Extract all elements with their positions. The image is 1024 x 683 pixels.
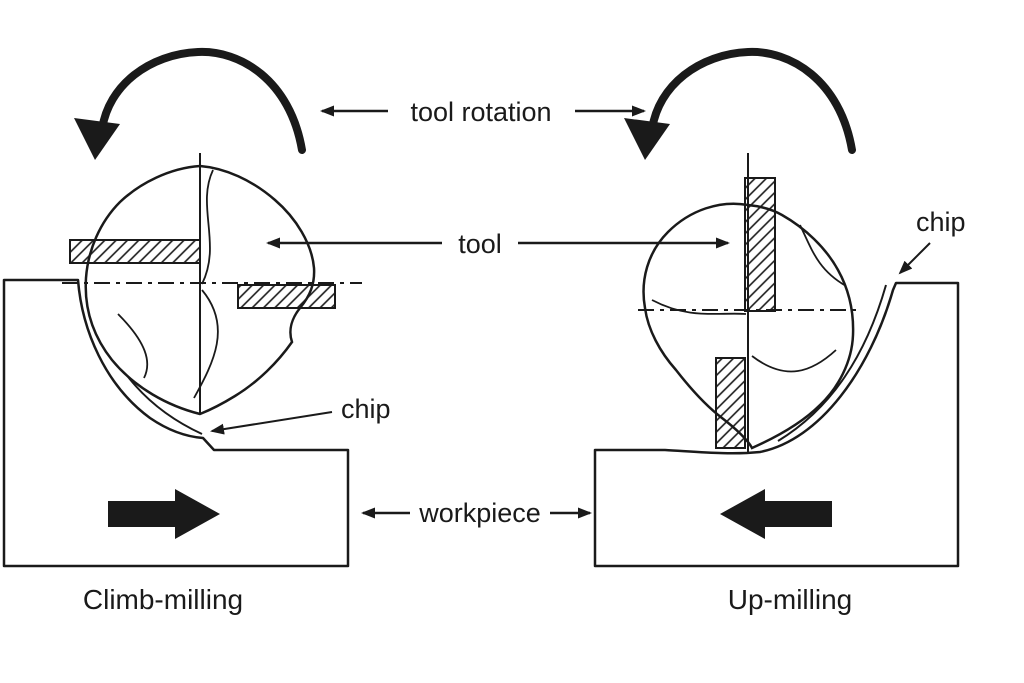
workpiece-label: workpiece [418, 498, 541, 528]
chip-left-pointer [210, 411, 333, 435]
left-feed-arrow [108, 489, 220, 539]
right-chip-curve [777, 284, 887, 442]
left-cutter-flute-line-lower-left [117, 313, 149, 379]
chip-left-label: chip [341, 394, 391, 424]
left-rotation-arrowhead [74, 118, 120, 160]
right-cutter-insert-top [744, 177, 776, 312]
chip-right-label: chip [916, 207, 966, 237]
right-workpiece-outline [593, 281, 960, 568]
chip-right-pointer [898, 242, 931, 275]
up-milling-caption: Up-milling [728, 584, 852, 615]
right-feed-arrow [720, 489, 832, 539]
right-cutter-flute-line-upper [799, 224, 847, 287]
tool-label: tool [458, 229, 502, 259]
right-cutter-insert-bottom [715, 357, 746, 449]
right-cutter-flute-line-lower [751, 349, 837, 373]
right-cutter-flute-line-left [651, 299, 747, 315]
left-rotation-arrow [98, 47, 306, 154]
left-cutter-flute-line-top [201, 169, 214, 285]
right-rotation-arrowhead [624, 118, 670, 160]
left-cutter-insert-right [237, 284, 336, 309]
right-rotation-arrow [648, 47, 856, 154]
climb-milling-caption: Climb-milling [83, 584, 243, 615]
left-cutter-insert-left [69, 239, 201, 264]
tool-rotation-label: tool rotation [410, 97, 551, 127]
left-workpiece-outline [2, 278, 350, 568]
